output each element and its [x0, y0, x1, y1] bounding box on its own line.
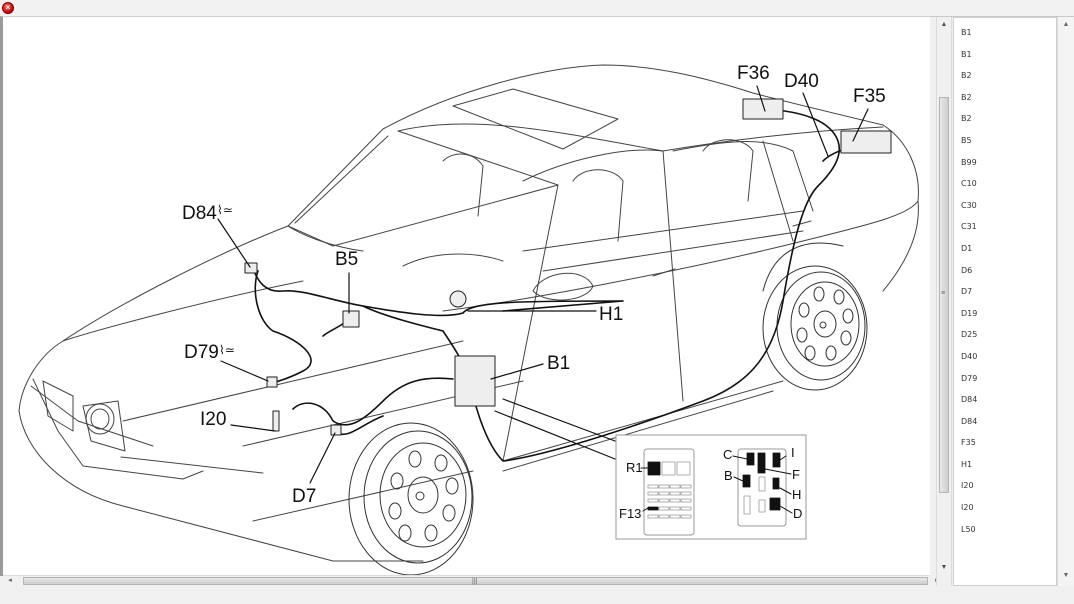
wiring-harness [252, 108, 874, 462]
callout-i20[interactable]: I20 [200, 409, 227, 430]
list-item[interactable]: F35 [961, 438, 976, 448]
list-item[interactable]: C30 [961, 200, 977, 210]
callout-f36[interactable]: F36 [737, 63, 770, 84]
list-item[interactable]: C31 [961, 222, 977, 232]
connector-d79 [266, 376, 278, 388]
list-item[interactable]: B1 [961, 49, 972, 59]
scroll-up-icon[interactable]: ▲ [940, 21, 948, 28]
callout-b1[interactable]: B1 [547, 353, 571, 374]
list-item[interactable]: D1 [961, 243, 973, 253]
light-f36 [742, 98, 784, 120]
inset-label-r1: R1 [626, 460, 643, 475]
close-icon[interactable]: × [2, 2, 14, 14]
car-wiring-diagram [18, 64, 919, 576]
callout-d79[interactable]: D79 [184, 342, 219, 363]
inset-label-b: B [724, 468, 733, 483]
list-item[interactable]: D84 [961, 395, 978, 405]
list-item[interactable]: D40 [961, 351, 978, 361]
list-item[interactable]: D7 [961, 287, 973, 297]
list-item[interactable]: D84 [961, 416, 978, 426]
scroll-down-icon[interactable]: ▼ [940, 564, 948, 571]
list-item[interactable]: B5 [961, 135, 972, 145]
list-item[interactable]: D6 [961, 265, 973, 275]
list-item[interactable]: B2 [961, 92, 972, 102]
callout-f35[interactable]: F35 [853, 86, 886, 107]
scroll-left-icon[interactable]: ◂ [8, 577, 12, 584]
light-f35 [840, 130, 892, 154]
callout-h1[interactable]: H1 [599, 304, 624, 325]
car-body [18, 64, 919, 562]
fuse-box-b1 [454, 355, 496, 407]
oil-level-icon: ⌇≃ [219, 343, 235, 357]
inset-label-f13: F13 [619, 506, 642, 521]
horizontal-scroll-thumb[interactable]: ||| [23, 577, 928, 585]
vertical-scroll-thumb[interactable]: ≡ [939, 97, 949, 493]
oil-level-icon: ⌇≃ [217, 203, 233, 217]
diagram-vertical-scrollbar[interactable]: ▲ ≡ ▼ [936, 17, 952, 586]
list-item[interactable]: I20 [961, 481, 974, 491]
inset-right-relays [742, 452, 781, 515]
inset-label-c: C [723, 447, 733, 462]
connector-d84 [244, 262, 258, 274]
connector-i20 [272, 410, 280, 432]
inset-left-fuses [647, 461, 692, 519]
list-item[interactable]: B1 [961, 28, 972, 37]
connector-b5 [342, 310, 360, 328]
list-item[interactable]: D25 [961, 330, 978, 340]
callout-b5[interactable]: B5 [335, 249, 359, 270]
list-item[interactable]: B2 [961, 71, 972, 81]
callout-d84[interactable]: D84 [182, 203, 217, 224]
connector-h1 [449, 290, 467, 308]
grip-icon: ||| [472, 578, 478, 585]
grip-icon: ≡ [941, 290, 946, 297]
list-item[interactable]: B99 [961, 157, 977, 167]
list-item[interactable]: D79 [961, 373, 978, 383]
title-bar: × [0, 0, 1074, 17]
inset-label-f: F [792, 467, 800, 482]
list-item[interactable]: L50 [961, 524, 976, 534]
diagram-horizontal-scrollbar[interactable]: ◂ ||| ▸ [3, 575, 939, 586]
callout-d7[interactable]: D7 [292, 486, 317, 507]
list-item[interactable]: B2 [961, 114, 972, 124]
callout-d40[interactable]: D40 [784, 71, 819, 92]
scroll-up-icon[interactable]: ▲ [1062, 21, 1070, 28]
inset-label-i: I [791, 445, 795, 460]
leader-lines [217, 85, 869, 484]
inset-label-d: D [793, 506, 803, 521]
rear-wheel [762, 242, 868, 391]
list-item[interactable]: D19 [961, 308, 978, 318]
front-wheel [348, 422, 474, 576]
list-item[interactable]: I20 [961, 503, 974, 513]
inset-leaders [640, 455, 793, 514]
list-item[interactable]: H1 [961, 459, 973, 469]
scroll-down-icon[interactable]: ▼ [1062, 572, 1070, 579]
list-item[interactable]: C10 [961, 179, 977, 189]
connector-d7 [330, 424, 342, 436]
component-list-scrollbar[interactable]: ▲ ▼ [1057, 17, 1074, 586]
diagram-viewer[interactable]: F36 D40 F35 D84 ⌇≃ B5 H1 D79 ⌇≃ B1 I20 D… [0, 16, 930, 576]
connectors [244, 98, 892, 436]
inset-label-h: H [792, 487, 802, 502]
